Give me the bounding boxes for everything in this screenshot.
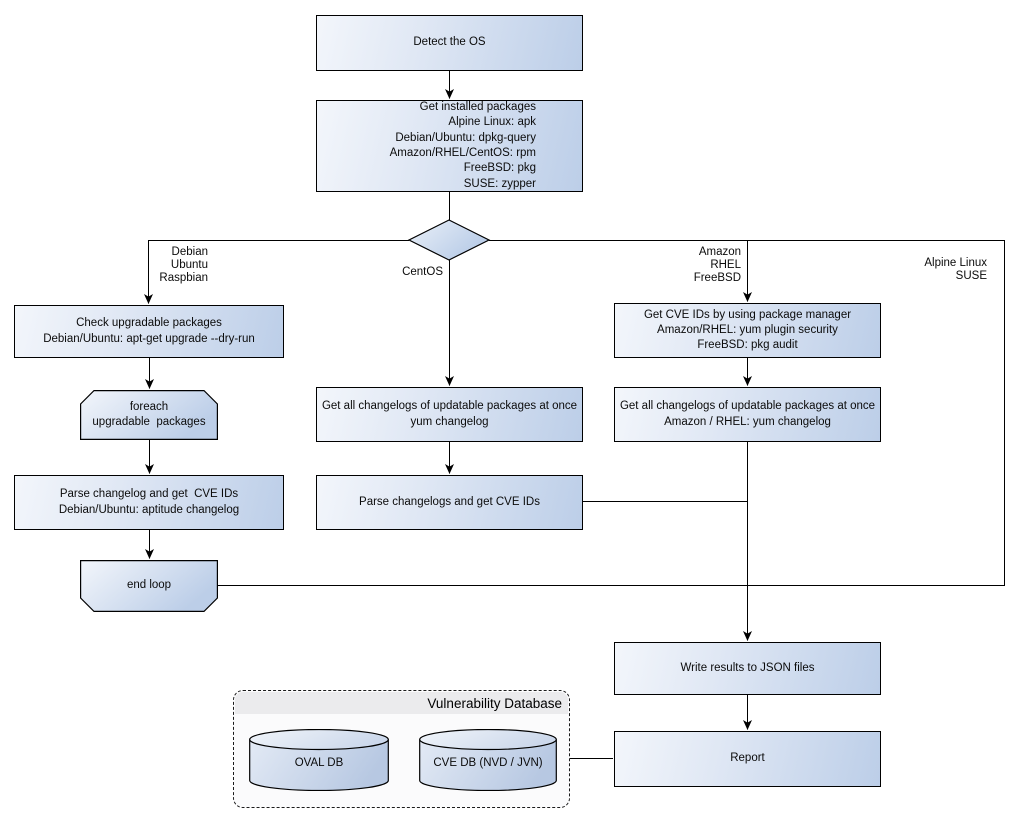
node-line: yum changelog xyxy=(410,415,489,428)
edge-label-line: FreeBSD xyxy=(693,272,741,285)
node-get-changelogs-amazon: Get all changelogs of updatable packages… xyxy=(614,387,881,442)
node-get-cve-ids: Get CVE IDs by using package manager Ama… xyxy=(614,303,881,358)
node-get-installed-packages: Get installed packages Alpine Linux: apk… xyxy=(316,100,583,192)
edge-decision-to-check-debian xyxy=(144,240,409,304)
edge-label-centos-branch: CentOS xyxy=(395,266,443,279)
node-line: Check upgradable packages xyxy=(76,317,222,330)
node-line: Amazon/RHEL/CentOS: rpm xyxy=(389,147,536,159)
node-detect-os: Detect the OS xyxy=(316,15,583,71)
node-label: Detect the OS xyxy=(413,36,486,49)
node-line: Get installed packages xyxy=(419,101,536,114)
node-line: Get all changelogs of updatable packages… xyxy=(619,400,876,413)
edge-label-alpine-branch: Alpine Linux SUSE xyxy=(915,257,987,283)
edge-label-line: Debian xyxy=(171,246,208,258)
node-line: Parse changelog and get CVE IDs xyxy=(59,488,239,501)
node-label: Report xyxy=(730,752,765,765)
node-get-changelogs-centos: Get all changelogs of updatable packages… xyxy=(316,387,583,442)
node-line: Debian/Ubuntu: aptitude changelog xyxy=(58,503,240,516)
node-label: Write results to JSON files xyxy=(680,661,815,674)
node-line: Alpine Linux: apk xyxy=(448,116,536,129)
cve-db-cylinder-icon xyxy=(419,729,557,791)
node-foreach-loop-shape xyxy=(80,390,218,440)
edge-label-line: Alpine Linux xyxy=(924,257,987,269)
oval-db-cylinder-icon xyxy=(249,729,389,791)
edge-label-amazon-branch: Amazon RHEL FreeBSD xyxy=(681,246,741,286)
decision-diamond xyxy=(407,219,491,261)
edge-label-line: RHEL xyxy=(710,259,741,272)
node-line: Amazon / RHEL: yum changelog xyxy=(664,415,831,428)
node-line: SUSE: zypper xyxy=(463,177,536,190)
node-line: Debian/Ubuntu: dpkg-query xyxy=(395,131,536,144)
edge-label-line: SUSE xyxy=(955,270,987,283)
vulnerability-database-group: Vulnerability Database OVAL DB CVE DB (N… xyxy=(233,690,570,808)
edge-label-line: Raspbian xyxy=(159,272,208,285)
node-label: Parse changelogs and get CVE IDs xyxy=(359,495,540,508)
node-parse-changelogs-centos: Parse changelogs and get CVE IDs xyxy=(316,475,583,530)
node-line: Get CVE IDs by using package manager xyxy=(643,308,852,321)
node-parse-changelog-debian: Parse changelog and get CVE IDs Debian/U… xyxy=(14,475,284,530)
edge-label-line: Ubuntu xyxy=(170,259,208,272)
node-line: Debian/Ubuntu: apt-get upgrade --dry-run xyxy=(43,332,255,345)
node-line: FreeBSD: pkg xyxy=(463,162,536,175)
vulnerability-database-header: Vulnerability Database xyxy=(235,692,568,714)
edge-label-debian-branch: Debian Ubuntu Raspbian xyxy=(148,246,208,286)
edge-label-line: Amazon xyxy=(698,246,741,258)
node-end-loop-shape xyxy=(80,560,218,612)
node-line: Get all changelogs of updatable packages… xyxy=(321,400,578,413)
edge-endloop-alpine-merge xyxy=(218,240,1005,586)
vulnerability-database-title: Vulnerability Database xyxy=(427,695,562,711)
edge-label-line: CentOS xyxy=(402,266,443,278)
node-line: FreeBSD: pkg audit xyxy=(697,339,798,352)
node-write-results: Write results to JSON files xyxy=(614,642,881,695)
node-check-upgradable-packages: Check upgradable packages Debian/Ubuntu:… xyxy=(14,305,284,358)
node-report: Report xyxy=(614,731,881,787)
node-line: Amazon/RHEL: yum plugin security xyxy=(657,323,838,336)
